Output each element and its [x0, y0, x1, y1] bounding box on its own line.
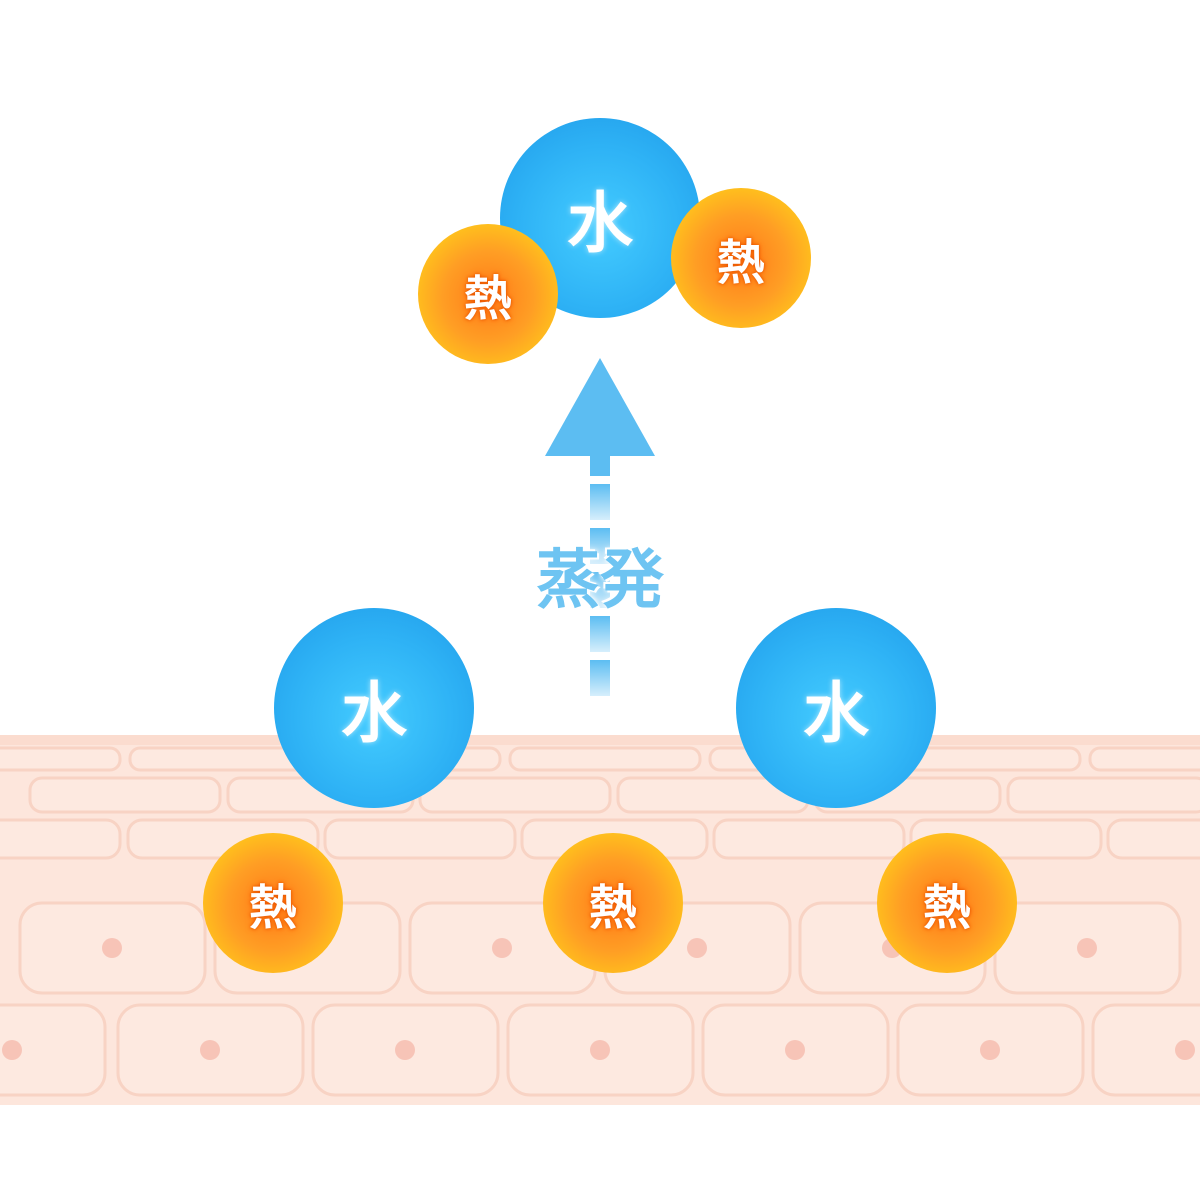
water-bubble-left: 水	[274, 608, 474, 808]
arrow-dashes	[590, 484, 610, 696]
arrow-shaft	[590, 456, 610, 476]
skin-top-line	[0, 735, 1200, 745]
heat-bubble-top-left: 熱	[418, 224, 558, 364]
water-bubble-top: 水	[500, 118, 700, 318]
evaporation-arrow	[545, 358, 655, 696]
water-bubble-right: 水	[736, 608, 936, 808]
heat-bubble-skin-right: 熱	[877, 833, 1017, 973]
heat-bubble-skin-center: 熱	[543, 833, 683, 973]
arrow-head	[545, 358, 655, 456]
heat-bubble-skin-left: 熱	[203, 833, 343, 973]
evaporation-label: 蒸発	[536, 544, 664, 618]
heat-bubble-top-right: 熱	[671, 188, 811, 328]
